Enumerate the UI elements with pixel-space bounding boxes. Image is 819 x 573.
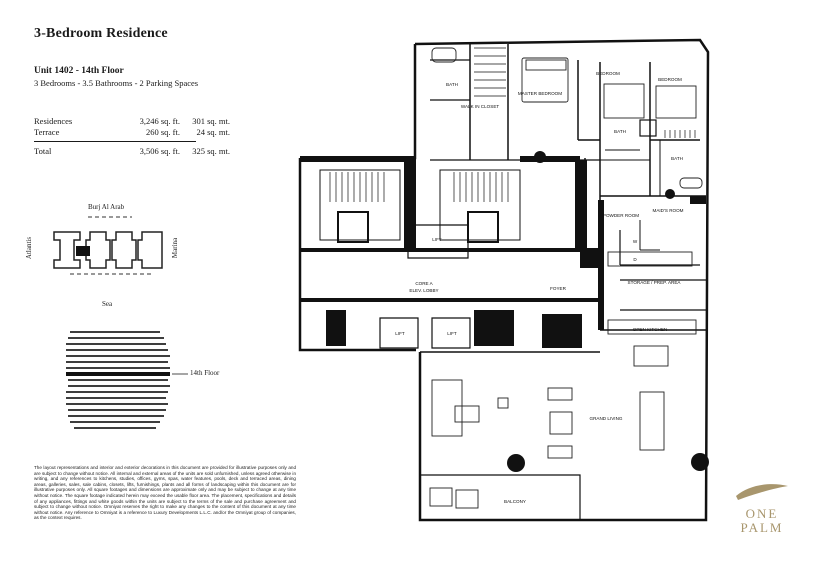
page-title: 3-Bedroom Residence — [34, 26, 168, 41]
total-sqmt: 325 sq. mt. — [192, 146, 230, 156]
room-label-lift-2: LIFT — [395, 331, 405, 336]
brand-line-2: PALM — [740, 520, 784, 535]
room-label-d: D — [633, 257, 637, 262]
floor-stack-diagram — [66, 331, 188, 429]
room-label-bath-3: BATH — [671, 156, 683, 161]
room-label-bath-1: BATH — [446, 82, 458, 87]
area-table: Residences 3,246 sq. ft. 301 sq. mt. Ter… — [34, 116, 230, 138]
room-label-bath-2: BATH — [614, 129, 626, 134]
total-divider — [34, 141, 196, 142]
room-label-foyer: FOYER — [550, 286, 567, 291]
room-label-maids-room: MAID'S ROOM — [653, 208, 684, 213]
key-plan-right-label: Marina — [171, 237, 180, 259]
area-sqmt: 301 sq. mt. — [192, 116, 230, 126]
room-label-bedroom-3: BEDROOM — [658, 77, 682, 82]
room-label-master-bedroom: MASTER BEDROOM — [518, 91, 562, 96]
total-table: Total 3,506 sq. ft. 325 sq. mt. — [34, 146, 230, 157]
area-row-terrace: Terrace 260 sq. ft. 24 sq. mt. — [34, 127, 230, 138]
room-label-bedroom-2: BEDROOM — [596, 71, 620, 76]
room-label-elevator-lobby: ELEV. LOBBY — [409, 288, 438, 293]
room-label-balcony: BALCONY — [504, 499, 526, 504]
room-label-powder-room: POWDER ROOM — [603, 213, 639, 218]
key-plan-left-label: Atlantis — [25, 236, 34, 260]
palm-leaf-icon — [736, 484, 788, 500]
room-label-lift-3: LIFT — [447, 331, 457, 336]
floor-indicator-label: 14th Floor — [190, 369, 220, 377]
room-label-core: CORE A — [415, 281, 433, 286]
room-label-w: W — [633, 239, 638, 244]
floor-plan: BATH WALK IN CLOSET MASTER BEDROOM BEDRO… — [298, 38, 710, 522]
total-sqft: 3,506 sq. ft. — [139, 146, 180, 156]
room-label-walk-in-closet: WALK IN CLOSET — [461, 104, 500, 109]
area-label: Terrace — [34, 127, 60, 137]
brand-line-1: ONE — [745, 506, 779, 521]
area-sqft: 260 sq. ft. — [146, 127, 180, 137]
key-plan-diagram — [53, 216, 163, 275]
room-label-kitchen: OPEN KITCHEN — [633, 327, 667, 332]
total-label: Total — [34, 146, 52, 156]
room-label-storage: STORAGE / PREP. AREA — [628, 280, 682, 285]
unit-summary: 3 Bedrooms - 3.5 Bathrooms - 2 Parking S… — [34, 78, 199, 88]
area-row-residences: Residences 3,246 sq. ft. 301 sq. mt. — [34, 116, 230, 127]
brand-logo: ONE PALM — [722, 480, 802, 535]
area-label: Residences — [34, 116, 73, 126]
room-label-lift-1: LIFT — [432, 237, 442, 242]
area-sqft: 3,246 sq. ft. — [139, 116, 180, 126]
unit-heading: Unit 1402 - 14th Floor — [34, 66, 124, 76]
legal-disclaimer: The layout representations and interior … — [34, 465, 296, 521]
key-plan-top-label: Burj Al Arab — [88, 203, 125, 211]
area-row-total: Total 3,506 sq. ft. 325 sq. mt. — [34, 146, 230, 157]
key-plan-bottom-label: Sea — [102, 300, 113, 308]
room-label-grand-living: GRAND LIVING — [590, 416, 623, 421]
area-sqmt: 24 sq. mt. — [196, 127, 230, 137]
